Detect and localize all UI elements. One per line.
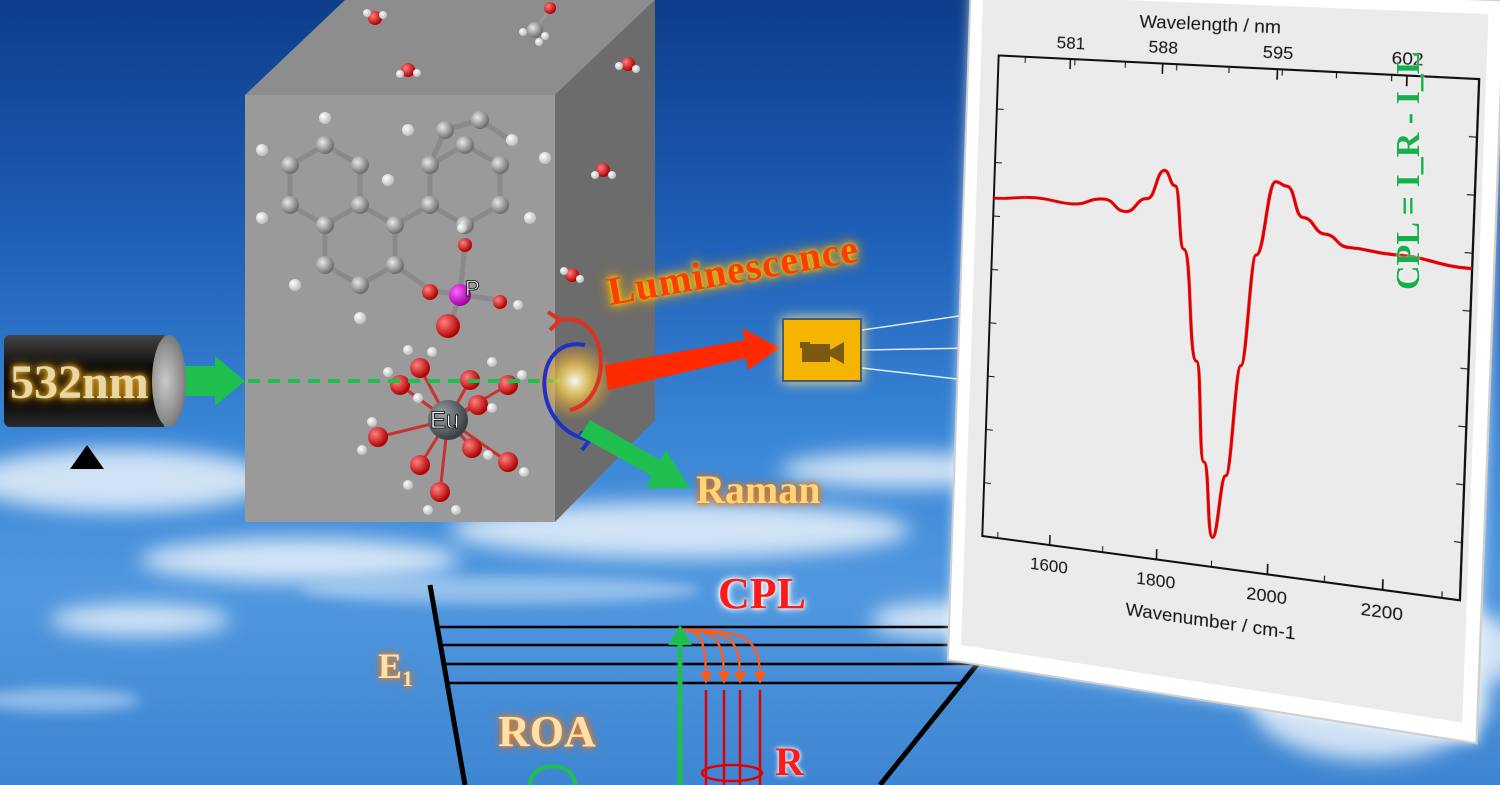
video-camera-icon <box>800 338 848 366</box>
x-tick-label: 1600 <box>1030 553 1068 578</box>
y-tick-mark <box>988 376 995 377</box>
laser-aperture <box>152 335 186 427</box>
right-circular-label: R <box>775 738 804 785</box>
energy-level-subscript: 1 <box>402 666 413 691</box>
x2-tick-label: 581 <box>1056 33 1085 54</box>
x-tick-label: 2000 <box>1246 583 1287 609</box>
raman-label: Raman <box>696 466 820 513</box>
y-tick-mark <box>986 429 993 430</box>
laser-stand-icon <box>70 445 104 469</box>
x2-axis-title: Wavelength / nm <box>1139 11 1281 38</box>
y2-tick-mark <box>1456 484 1464 485</box>
x-tick-label: 2200 <box>1360 599 1403 625</box>
x2-tick-label: 588 <box>1148 37 1178 58</box>
cpl-equation: CPL = I_R - I_L <box>1390 51 1428 290</box>
y-tick-mark <box>991 269 998 270</box>
energy-level-main: E <box>378 646 402 686</box>
y2-tick-mark <box>1460 368 1468 369</box>
x-tick-label: 1800 <box>1136 568 1176 593</box>
cpl-label: CPL <box>718 568 806 619</box>
detector-camera <box>782 318 862 382</box>
y-tick-mark <box>984 483 991 484</box>
energy-level-label: E1 <box>378 645 413 692</box>
y2-tick-mark <box>1454 542 1462 543</box>
y-tick-mark <box>993 216 1000 217</box>
cpl-equation-text: CPL = I_R - I_L <box>1390 51 1427 290</box>
y2-tick-mark <box>1458 426 1466 427</box>
y-tick-mark <box>990 323 997 324</box>
laser-wavelength-label: 532nm <box>10 355 149 410</box>
y2-tick-mark <box>1465 253 1473 254</box>
y2-tick-mark <box>1467 195 1475 196</box>
x2-tick-label: 595 <box>1262 42 1293 64</box>
phosphorus-label: P <box>465 276 480 301</box>
europium-label: Eu <box>430 407 459 434</box>
roa-label: ROA <box>498 706 596 757</box>
sample-cube <box>245 0 655 522</box>
laser-source: 532nm <box>4 335 180 427</box>
y2-tick-mark <box>1463 310 1471 311</box>
